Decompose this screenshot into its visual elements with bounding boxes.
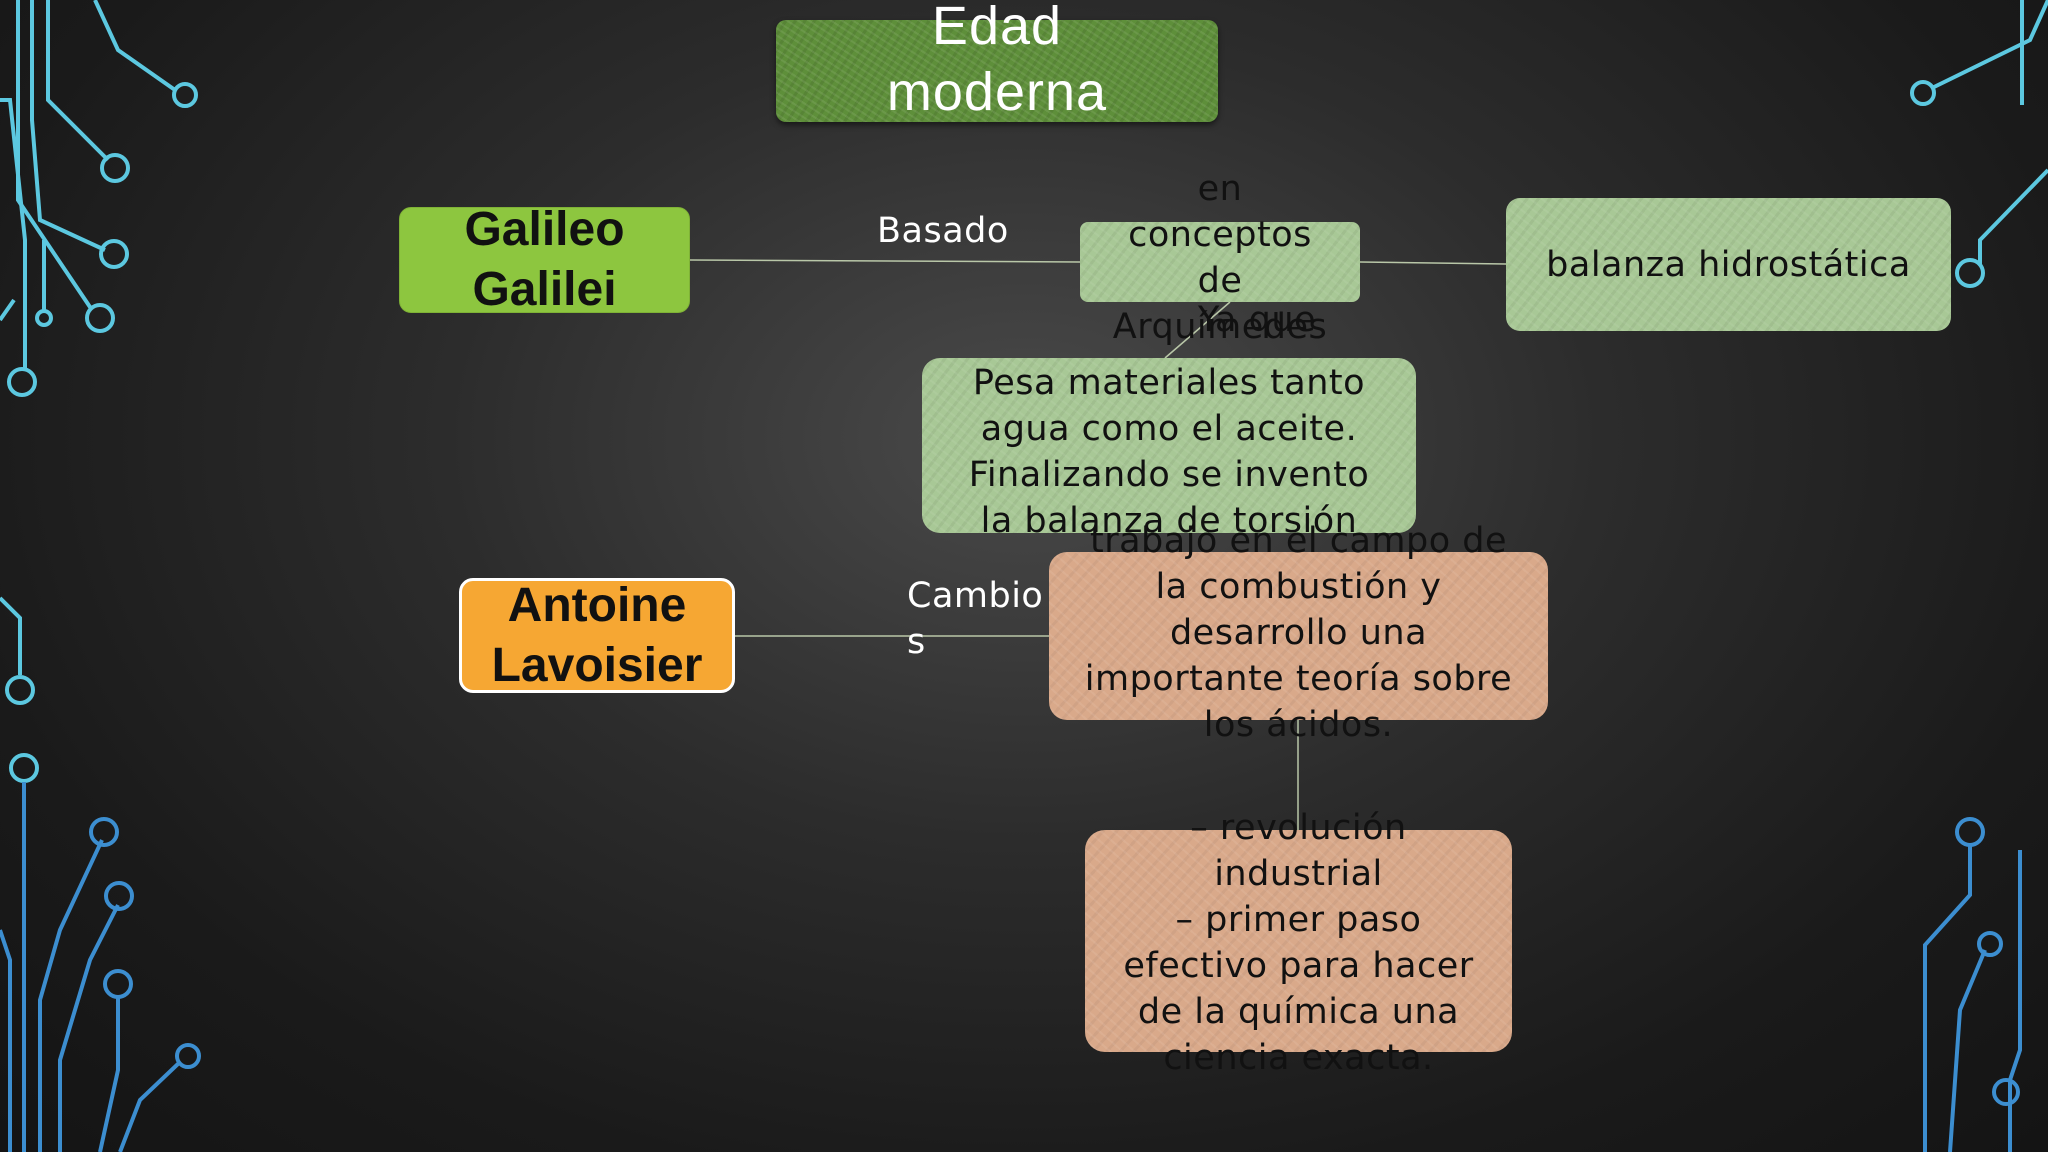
- ya-que-connector-label: Ya que: [1198, 300, 1317, 340]
- pesa-materiales-node: Pesa materiales tanto agua como el aceit…: [922, 358, 1416, 541]
- antoine-label: Antoine Lavoisier: [491, 578, 703, 692]
- galileo-label: Galileo Galilei: [464, 203, 625, 316]
- revolucion-industrial-node: – revolución industrial – primer paso ef…: [1085, 808, 1512, 1078]
- revolucion-industrial-label: – revolución industrial – primer paso ef…: [1123, 808, 1474, 1078]
- concepts-node: en conceptos de Arquímedes: [1080, 169, 1360, 347]
- trabajo-combustion-label: trabajo en el campo de la combustión y d…: [1084, 521, 1513, 745]
- balanza-hidrostatica-label: balanza hidrostática: [1546, 244, 1911, 285]
- basado-connector-label: Basado: [877, 211, 1009, 251]
- cambios-connector-label: Cambio s: [907, 576, 1044, 662]
- title-box: Edad moderna: [776, 0, 1218, 122]
- trabajo-combustion-node: trabajo en el campo de la combustión y d…: [1049, 521, 1548, 745]
- antoine-node: Antoine Lavoisier: [459, 578, 735, 693]
- page-title: Edad moderna: [886, 0, 1108, 122]
- pesa-materiales-label: Pesa materiales tanto agua como el aceit…: [968, 362, 1370, 541]
- galileo-node: Galileo Galilei: [399, 203, 690, 316]
- concepts-label: en conceptos de Arquímedes: [1112, 169, 1328, 347]
- balanza-hidrostatica-node: balanza hidrostática: [1506, 198, 1951, 331]
